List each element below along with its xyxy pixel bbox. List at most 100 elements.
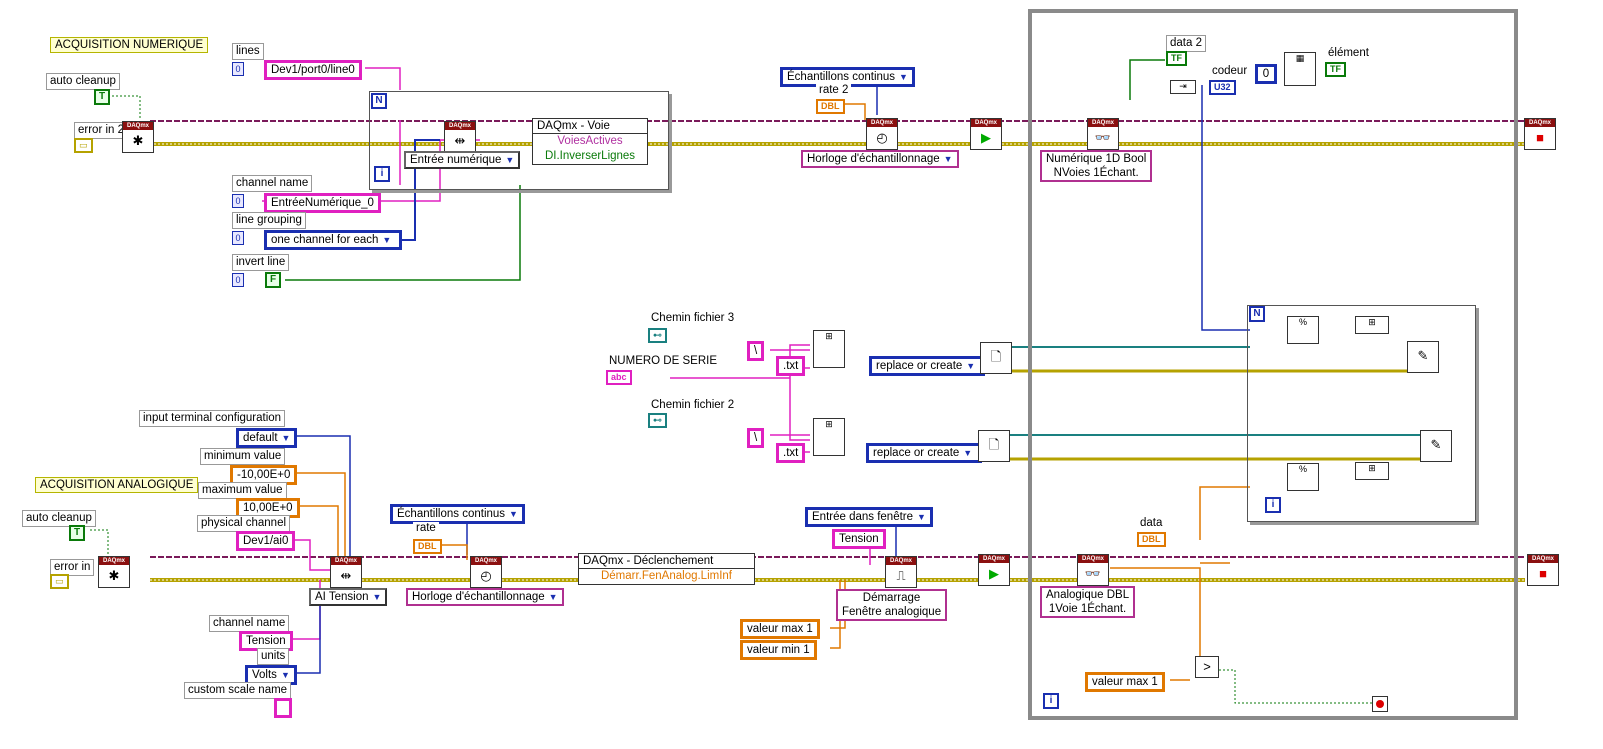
analog-create-mode-dropdown[interactable]: AI Tension▼ [309,588,388,606]
invert-line-constant[interactable]: F [265,272,282,288]
chemin-fichier-2-label: Chemin fichier 2 [648,398,738,413]
lines-index[interactable]: 0 [232,62,244,76]
channel-property-node[interactable]: DAQmx - Voie VoiesActives DI.InverserLig… [532,118,648,165]
analog-start-task-icon[interactable]: DAQmx▶ [978,554,1010,586]
create-channel-icon[interactable]: DAQmx⇹ [444,121,476,153]
digital-stop-task-icon[interactable]: DAQmx■ [1524,118,1556,150]
analog-timing-icon[interactable]: DAQmx◴ [470,556,502,588]
digital-start-task-icon[interactable]: DAQmx▶ [970,118,1002,150]
digital-sample-mode-value: Échantillons continus [787,71,896,83]
input-terminal-config-value: default [243,432,278,444]
line-grouping-value: one channel for each [271,234,379,246]
while-loop[interactable] [1028,9,1518,720]
window-mode-enum[interactable]: Entrée dans fenêtre▼ [805,507,933,527]
line-grouping-enum[interactable]: one channel for each▼ [264,230,402,250]
data-indicator: DBL [1137,532,1166,547]
digital-timing-icon[interactable]: DAQmx◴ [866,118,898,150]
open-file-2-icon[interactable]: 🗋 [978,430,1010,462]
digital-for-loop[interactable] [369,91,669,190]
channel-name-index[interactable]: 0 [232,194,244,208]
analog-read-mode-dropdown[interactable]: Analogique DBL 1Voie 1Échant. [1040,586,1136,618]
file-loop-count-terminal[interactable]: N [1249,306,1265,322]
txt-constant-1[interactable]: .txt [776,356,806,376]
backslash-constant-2[interactable]: \ [747,428,765,448]
open-mode-enum-2[interactable]: replace or create▼ [866,443,982,463]
trigger-property-node[interactable]: DAQmx - Déclenchement Démarr.FenAnalog.L… [578,553,755,585]
chevron-down-icon: ▼ [280,670,290,680]
rate-control[interactable]: DBL [413,539,442,554]
index-zero-constant[interactable]: 0 [1255,64,1277,84]
concat-strings-1[interactable]: ⊞ [1355,316,1389,334]
greater-than-node[interactable]: > [1195,656,1219,678]
analog-read-icon[interactable]: DAQmx👓 [1077,554,1109,586]
line-grouping-label: line grouping [232,212,306,229]
trigger-property-row[interactable]: Démarr.FenAnalog.LimInf [600,570,733,582]
trigger-type-dropdown[interactable]: Démarrage Fenêtre analogique [836,589,948,621]
build-path-node-2[interactable]: ⊞ [813,418,845,456]
index-array-node[interactable]: ▦ [1284,52,1316,86]
digital-sample-mode-enum[interactable]: Échantillons continus▼ [780,67,915,87]
bool-to-number-node[interactable]: ⇥ [1170,80,1196,94]
open-file-1-icon[interactable]: 🗋 [980,342,1012,374]
analog-sample-mode-enum[interactable]: Échantillons continus▼ [390,504,525,524]
chevron-down-icon: ▼ [899,72,908,82]
error-in-2-terminal[interactable]: ▭ [74,138,93,153]
units-value: Volts [252,669,277,681]
trigger-icon[interactable]: DAQmx⎍ [885,556,917,588]
digital-read-mode-dropdown[interactable]: Numérique 1D Bool NVoies 1Échant. [1040,150,1153,182]
valeur-max-1-control[interactable]: valeur max 1 [740,619,820,639]
input-terminal-config-enum[interactable]: default▼ [236,428,298,448]
write-text-1-icon[interactable]: ✎ [1407,341,1439,373]
lines-constant[interactable]: Dev1/port0/line0 [264,60,362,80]
property-inverser-lignes[interactable]: DI.InverserLignes [544,150,636,162]
file-for-loop[interactable] [1247,305,1476,522]
line-grouping-index[interactable]: 0 [232,231,244,245]
txt-constant-2[interactable]: .txt [776,443,806,463]
error-in-terminal[interactable]: ▭ [50,574,69,589]
rate-label: rate [413,522,439,535]
title-acquisition-analogique: ACQUISITION ANALOGIQUE [35,477,199,493]
property-voies-actives[interactable]: VoiesActives [557,135,623,147]
chevron-down-icon: ▼ [382,235,392,245]
analog-clear-task-icon[interactable]: DAQmx✱ [98,556,130,588]
rate-2-control[interactable]: DBL [816,99,845,114]
stop-condition-terminal[interactable] [1372,696,1388,712]
chevron-down-icon: ▼ [281,433,291,443]
title-acquisition-numerique: ACQUISITION NUMERIQUE [50,37,209,53]
write-text-2-icon[interactable]: ✎ [1420,430,1452,462]
auto-cleanup-constant[interactable]: T [94,89,111,105]
chemin-fichier-2-control[interactable]: ⊷ [648,413,667,428]
digital-read-icon[interactable]: DAQmx👓 [1087,118,1119,150]
analog-timing-dropdown[interactable]: Horloge d'échantillonnage▼ [406,588,564,606]
custom-scale-name-constant[interactable] [274,698,292,718]
physical-channel-constant[interactable]: Dev1/ai0 [236,531,296,551]
channel-name-label: channel name [232,175,313,192]
invert-line-index[interactable]: 0 [232,273,244,287]
element-label: élément [1325,46,1372,61]
clear-task-icon[interactable]: DAQmx✱ [122,121,154,153]
open-mode-enum-1[interactable]: replace or create▼ [869,356,985,376]
maximum-value-constant[interactable]: 10,00E+0 [236,498,300,518]
maximum-value-label: maximum value [198,482,287,499]
numero-serie-control[interactable]: abc [606,370,632,385]
valeur-min-1-control[interactable]: valeur min 1 [740,640,817,660]
trigger-type-line-2: Fenêtre analogique [842,606,942,618]
tension-constant[interactable]: Tension [832,529,886,549]
analog-auto-cleanup-constant[interactable]: T [69,525,86,541]
data-2-label: data 2 [1166,35,1206,52]
backslash-constant-1[interactable]: \ [747,341,765,361]
build-path-node-1[interactable]: ⊞ [813,330,845,368]
digital-timing-dropdown[interactable]: Horloge d'échantillonnage▼ [801,150,959,168]
format-string-1[interactable]: % [1287,316,1319,344]
loop-count-terminal[interactable]: N [371,93,387,109]
chemin-fichier-3-control[interactable]: ⊷ [648,328,667,343]
channel-name-constant[interactable]: EntréeNumérique_0 [264,193,381,213]
analog-stop-task-icon[interactable]: DAQmx■ [1527,554,1559,586]
format-string-2[interactable]: % [1287,463,1319,491]
concat-strings-2[interactable]: ⊞ [1355,462,1389,480]
analog-create-channel-icon[interactable]: DAQmx⇹ [330,556,362,588]
valeur-max-1-control-2[interactable]: valeur max 1 [1085,672,1165,692]
error-in-label: error in [50,559,95,576]
units-label: units [257,648,290,665]
create-mode-dropdown[interactable]: Entrée numérique▼ [404,151,521,169]
